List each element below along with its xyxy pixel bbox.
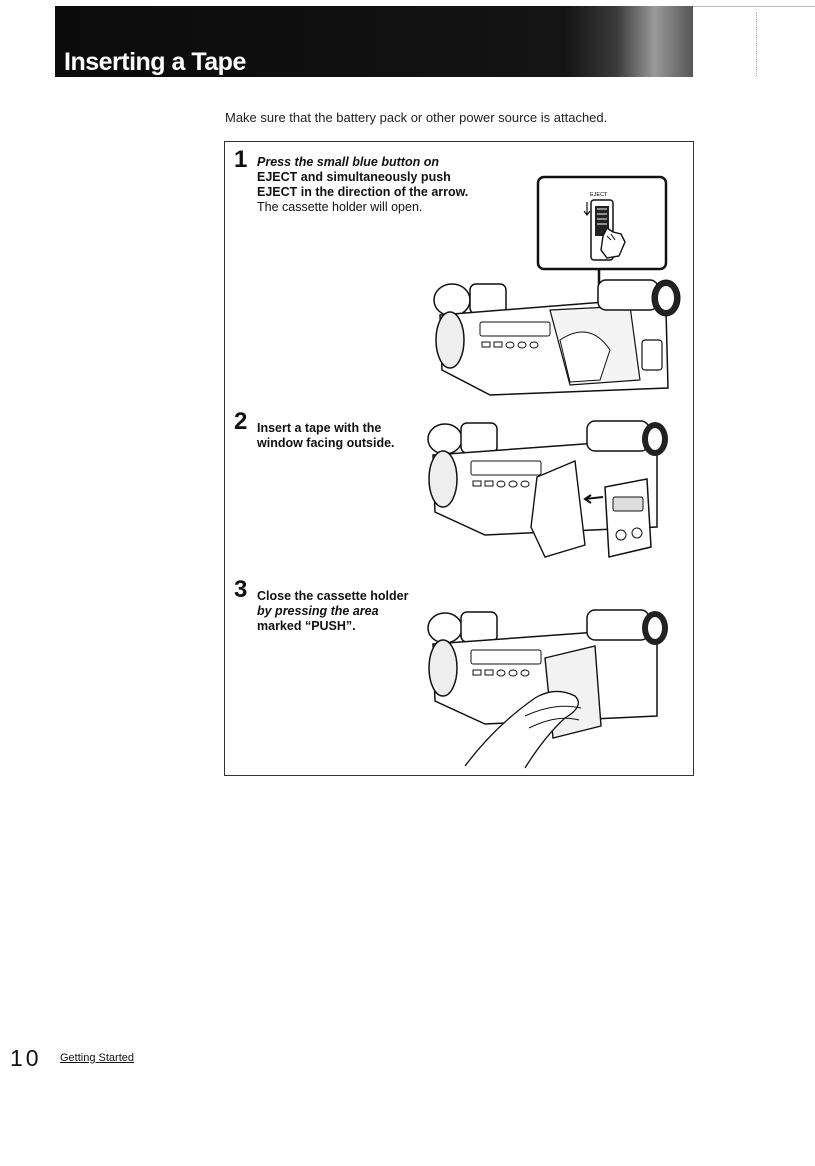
step-instructions: Press the small blue button on EJECT and… — [257, 155, 468, 215]
step-3: 3 Close the cassette holder by pressing … — [224, 572, 694, 776]
instruction-line: Press the small blue button on — [257, 155, 439, 169]
section-label: Getting Started — [60, 1052, 134, 1064]
title-bar: Inserting a Tape — [55, 6, 693, 77]
instruction-line: EJECT in the direction of the arrow. — [257, 185, 469, 199]
intro-text: Make sure that the battery pack or other… — [225, 110, 608, 125]
page-number: 10 — [10, 1045, 42, 1071]
instruction-line: The cassette holder will open. — [257, 200, 423, 214]
insert-tape-illustration — [427, 420, 668, 558]
top-rule — [693, 6, 815, 7]
step-2: 2 Insert a tape with the window facing o… — [224, 403, 694, 573]
instruction-line: marked “PUSH”. — [257, 619, 356, 633]
edge-mark — [756, 12, 758, 76]
instruction-line: Close the cassette holder — [257, 589, 409, 603]
step-instructions: Close the cassette holder by pressing th… — [257, 589, 408, 634]
step-1: 1 Press the small blue button on EJECT a… — [224, 141, 694, 405]
step-number: 2 — [234, 408, 248, 435]
eject-inset-illustration: EJECT — [536, 175, 668, 271]
close-holder-illustration — [427, 609, 668, 769]
instruction-line: EJECT and simultaneously push — [257, 170, 451, 184]
instruction-line: by pressing the area — [257, 604, 379, 618]
instruction-line: Insert a tape with the — [257, 421, 382, 435]
step-instructions: Insert a tape with the window facing out… — [257, 421, 395, 451]
step-number: 1 — [234, 146, 248, 173]
camcorder-illustration — [433, 279, 681, 396]
eject-label: EJECT — [590, 192, 608, 198]
step-number: 3 — [234, 576, 248, 603]
instruction-line: window facing outside. — [257, 436, 395, 450]
page-title: Inserting a Tape — [64, 48, 246, 76]
